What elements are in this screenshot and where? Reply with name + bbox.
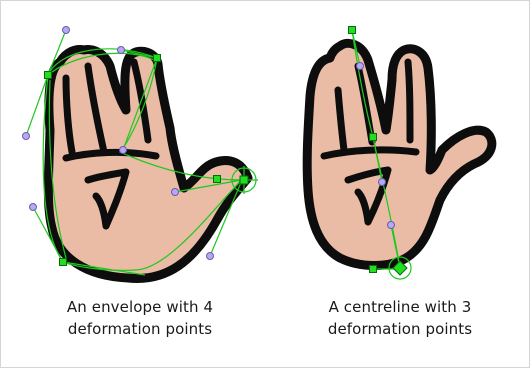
- deformation-point[interactable]: [349, 27, 356, 34]
- deformation-point[interactable]: [154, 55, 161, 62]
- envelope-caption: An envelope with 4 deformation points: [20, 296, 260, 340]
- centreline-caption: A centreline with 3 deformation points: [290, 296, 510, 340]
- bezier-handle[interactable]: [30, 204, 37, 211]
- deformation-point[interactable]: [60, 259, 67, 266]
- bezier-handle[interactable]: [118, 47, 125, 54]
- bezier-handle[interactable]: [357, 63, 364, 70]
- centreline-caption-line1: A centreline with 3: [290, 296, 510, 318]
- bezier-handle[interactable]: [120, 147, 127, 154]
- deformation-point[interactable]: [214, 176, 221, 183]
- centreline-caption-line2: deformation points: [290, 318, 510, 340]
- bezier-handle[interactable]: [172, 189, 179, 196]
- deformation-point[interactable]: [45, 72, 52, 79]
- deformation-point[interactable]: [370, 266, 377, 273]
- deformation-point[interactable]: [370, 134, 377, 141]
- right-finger-gap-3: [408, 62, 410, 140]
- right-hand: [307, 43, 492, 265]
- deformation-point-pivot[interactable]: [240, 176, 248, 184]
- left-hand: [48, 50, 248, 279]
- bezier-handle[interactable]: [63, 27, 70, 34]
- bezier-handle[interactable]: [388, 222, 395, 229]
- bezier-handle[interactable]: [379, 179, 386, 186]
- left-hand-body: [48, 50, 248, 279]
- bezier-handle[interactable]: [207, 253, 214, 260]
- bezier-handle[interactable]: [23, 133, 30, 140]
- envelope-caption-line1: An envelope with 4: [20, 296, 260, 318]
- envelope-caption-line2: deformation points: [20, 318, 260, 340]
